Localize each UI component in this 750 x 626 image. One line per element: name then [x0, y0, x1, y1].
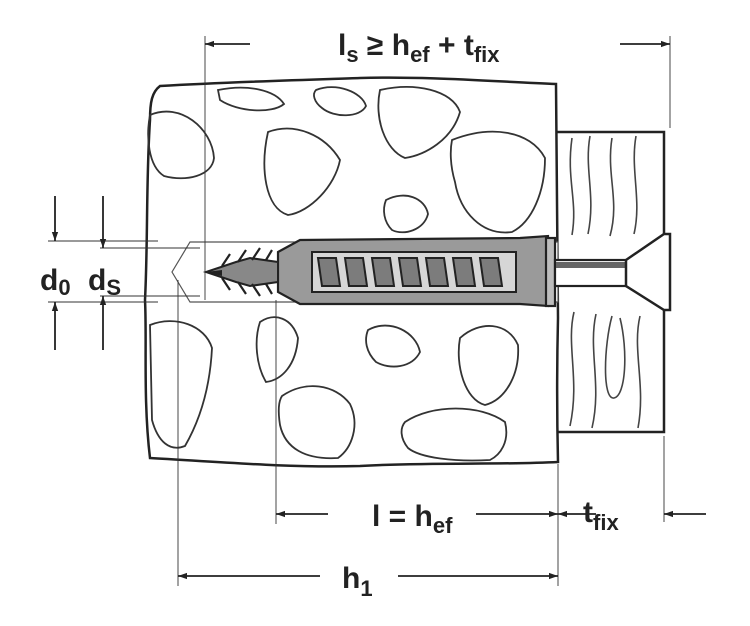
screw: [202, 232, 672, 312]
expansion-cage: [311, 251, 517, 293]
label-tfix: tfix: [583, 496, 619, 535]
wood-grain: [569, 135, 642, 429]
label-h1: h1: [342, 562, 373, 601]
dimension-lines: [51, 40, 706, 580]
label-d0: d0: [40, 264, 71, 300]
label-ds: dS: [88, 264, 121, 300]
extension-lines: [48, 36, 671, 586]
label-l-eq-hef: l = hef: [372, 500, 453, 538]
anchor-sleeve: [276, 234, 557, 308]
aggregate-stones: [147, 86, 546, 462]
label-ls-formula: ls ≥ hef + tfix: [338, 29, 500, 67]
